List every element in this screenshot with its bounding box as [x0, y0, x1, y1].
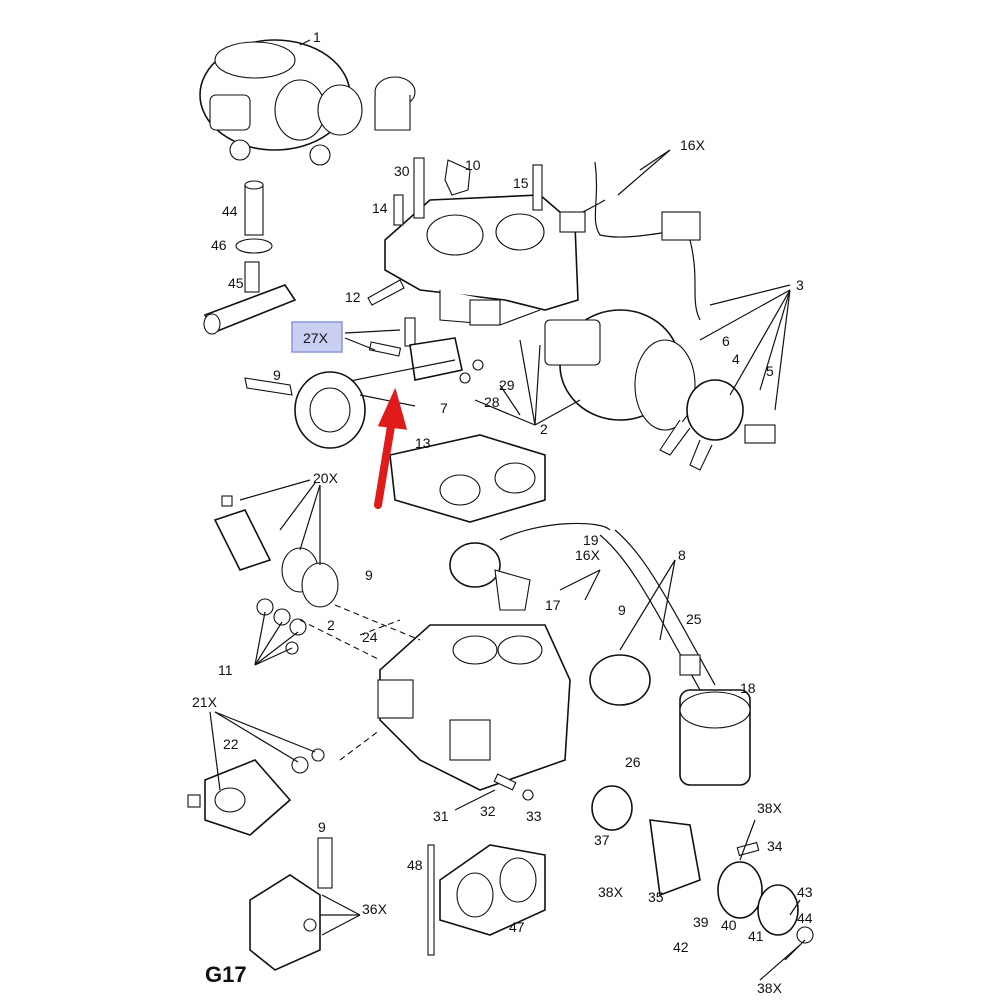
callout-5: 5: [766, 363, 774, 379]
callout-34: 34: [767, 838, 783, 854]
choke-housing-part-3: [544, 309, 776, 471]
callout-13: 13: [415, 435, 431, 451]
callout-41: 41: [748, 928, 764, 944]
callout-37: 37: [594, 832, 610, 848]
callout-18: 18: [740, 680, 756, 696]
callout-29: 29: [499, 377, 515, 393]
washers-part-11: [256, 598, 307, 655]
callout-40: 40: [721, 917, 737, 933]
accelerator-pump-21x-22: [187, 748, 325, 836]
fuel-pump-and-filter-8-25-18: [589, 529, 751, 786]
lower-carburetor-body: [377, 624, 571, 791]
callout-20x: 20X: [313, 470, 339, 486]
callout-43: 43: [797, 884, 813, 900]
callout-6: 6: [722, 333, 730, 349]
pin-and-bracket-9-36x: [249, 837, 333, 971]
callout-11: 11: [218, 662, 233, 678]
vacuum-diaphragm-9: [244, 371, 366, 449]
leader-lines: [209, 149, 806, 981]
callout-27x: 27X: [303, 330, 329, 346]
screws-31-32-33: [493, 773, 534, 801]
callout-30: 30: [394, 163, 410, 179]
callout-4: 4: [732, 351, 740, 367]
callout-31: 31: [433, 808, 449, 824]
callout-22: 22: [223, 736, 239, 752]
callout-16x-top: 16X: [680, 137, 706, 153]
carburetor-assembly-part-1: [199, 39, 416, 166]
callout-42: 42: [673, 939, 689, 955]
figure-id: G17: [205, 962, 247, 987]
cover-part-20x: [213, 495, 339, 608]
callout-2-mid: 2: [327, 617, 335, 633]
callout-3: 3: [796, 277, 804, 293]
callout-25: 25: [686, 611, 702, 627]
callout-9-right: 9: [618, 602, 626, 618]
callout-1: 1: [313, 29, 321, 45]
gasket-part-47-48: [427, 844, 546, 956]
linkage-assembly-27x: [329, 317, 463, 386]
callout-10: 10: [465, 157, 481, 173]
callout-38x-c: 38X: [757, 980, 783, 996]
callout-39: 39: [693, 914, 709, 930]
hose-parts-44-46-45: [203, 180, 297, 335]
callout-28: 28: [484, 394, 500, 410]
red-pointer-arrow: [374, 387, 408, 509]
callout-19: 19: [583, 532, 599, 548]
callout-17: 17: [545, 597, 561, 613]
callout-9-bottom: 9: [318, 819, 326, 835]
callout-9-top: 9: [273, 367, 281, 383]
callout-2-top: 2: [540, 421, 548, 437]
callout-12: 12: [345, 289, 361, 305]
callout-24: 24: [362, 629, 378, 645]
callout-47: 47: [509, 919, 525, 935]
callout-21x: 21X: [192, 694, 218, 710]
callout-26: 26: [625, 754, 641, 770]
callout-35: 35: [648, 889, 664, 905]
callout-48: 48: [407, 857, 423, 873]
gasket-part-13: [389, 434, 546, 523]
callout-44-bottom: 44: [797, 910, 813, 926]
upper-carburetor-body: [384, 194, 579, 326]
callout-45: 45: [228, 275, 244, 291]
callout-46: 46: [211, 237, 227, 253]
small-parts-29-28: [459, 359, 484, 384]
highlight-box-27x: [291, 321, 343, 353]
callout-7: 7: [440, 400, 448, 416]
assembly-guide-lines: [299, 604, 421, 761]
callout-33: 33: [526, 808, 542, 824]
callout-labels: 1 10 16X 30 15 44 14 46 45 3 12 27X 6 4 …: [192, 29, 813, 996]
wiring-harness-16x: [559, 161, 701, 321]
callout-36x: 36X: [362, 901, 388, 917]
callout-15: 15: [513, 175, 529, 191]
callout-16x-mid: 16X: [575, 547, 601, 563]
callout-38x-a: 38X: [757, 800, 783, 816]
callout-38x-b: 38X: [598, 884, 624, 900]
callout-14: 14: [372, 200, 388, 216]
callout-9-mid: 9: [365, 567, 373, 583]
callout-44: 44: [222, 203, 238, 219]
screws-upper: [367, 157, 543, 306]
bracket-part-19: [449, 522, 611, 611]
callout-32: 32: [480, 803, 496, 819]
callout-8: 8: [678, 547, 686, 563]
